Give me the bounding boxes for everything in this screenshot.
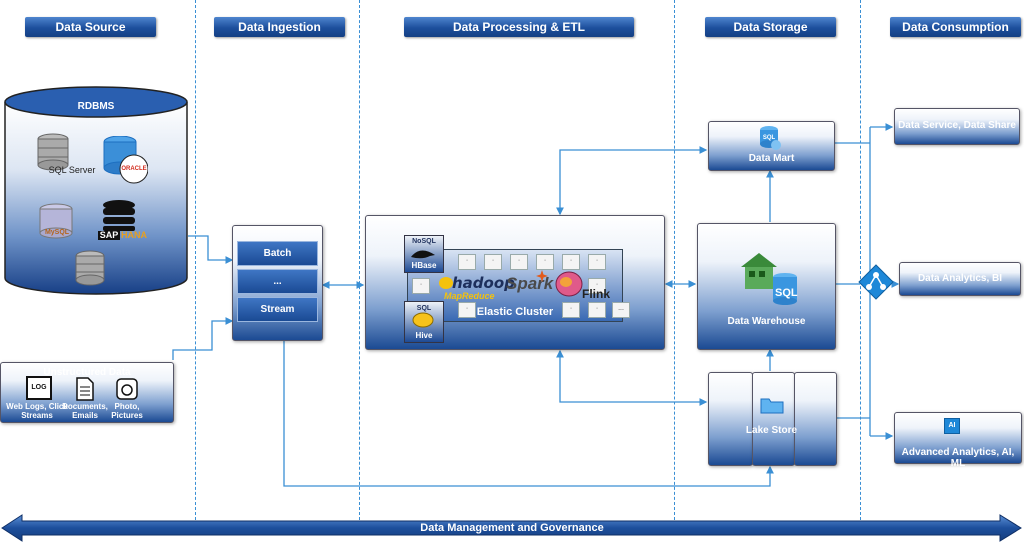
hbase-label: HBase [411, 261, 437, 270]
warehouse-sql-label: SQL [775, 287, 798, 299]
hadoop-elephant-icon [439, 277, 453, 289]
sql-database-icon [760, 126, 781, 150]
governance-arrow [1, 514, 1022, 542]
generic-database-icon [75, 250, 105, 286]
cluster-node: · [510, 254, 528, 270]
lake-store-label: Lake Store [745, 425, 798, 436]
flink-squirrel-icon [555, 271, 583, 297]
cluster-node: · [458, 302, 476, 318]
unstructured-item-photos: Photo, Pictures [111, 402, 143, 420]
lake-store-panel-left [708, 372, 753, 466]
unstructured-item-documents: Documents, Emails [62, 402, 108, 420]
unstructured-data-title: Unstructured Data [43, 367, 131, 378]
sap-hana-database-icon [103, 200, 135, 231]
hive-bee-icon [412, 312, 434, 328]
sql-label: SQL [416, 305, 432, 312]
unstructured-item-web-logs: Web Logs, Click Streams [6, 402, 68, 420]
data-warehouse-label: Data Warehouse [727, 316, 806, 327]
header-data-ingestion: Data Ingestion [214, 17, 345, 37]
column-divider [195, 0, 196, 520]
data-warehouse-icon [741, 253, 797, 305]
flink-label: Flink [582, 287, 611, 301]
nosql-label: NoSQL [412, 238, 436, 245]
cluster-node: · [536, 254, 554, 270]
elastic-cluster-label: Elastic Cluster [476, 306, 554, 318]
header-data-storage: Data Storage [705, 17, 836, 37]
hub-diamond-icon [858, 264, 894, 300]
column-divider [674, 0, 675, 520]
governance-label: Data Management and Governance [420, 522, 604, 534]
cluster-node: · [458, 254, 476, 270]
column-divider [359, 0, 360, 520]
spark-star-icon [536, 270, 548, 282]
oracle-database-icon [103, 136, 148, 184]
ai-chip-icon: AI [944, 418, 960, 434]
data-mart-label: Data Mart [748, 153, 795, 164]
advanced-analytics-label: Advanced Analytics, AI, ML [901, 447, 1015, 469]
data-analytics-box: Data Analytics, BI [899, 262, 1021, 296]
lake-store-panel-center [752, 372, 795, 466]
ingestion-more-button[interactable]: ... [237, 269, 318, 294]
mapreduce-label: MapReduce [444, 291, 495, 301]
cluster-node: · [588, 278, 606, 294]
sql-server-label: SQL Server [48, 165, 96, 175]
cluster-node: · [562, 302, 580, 318]
data-service-label: Data Service, Data Share [898, 120, 1016, 131]
hadoop-logo: hadoop [452, 274, 515, 292]
cluster-node: · [412, 278, 430, 294]
lake-folder-icon [760, 398, 784, 414]
cluster-node: ... [612, 302, 630, 318]
mysql-label: MySQL [44, 229, 70, 236]
hana-label: HANA [121, 230, 147, 240]
hive-label: Hive [415, 331, 433, 340]
sap-label: SAP [98, 230, 120, 240]
lake-store-panel-right [794, 372, 837, 466]
sql-server-database-icon [37, 133, 69, 171]
column-divider [860, 0, 861, 520]
batch-button[interactable]: Batch [237, 241, 318, 266]
cluster-node: · [588, 302, 606, 318]
oracle-label: ORACLE [121, 166, 147, 172]
ingestion-box: Batch ... Stream [232, 225, 323, 341]
mart-sql-label: SQL [762, 135, 776, 141]
log-file-icon: LOG [26, 376, 52, 400]
cluster-node: · [588, 254, 606, 270]
data-service-box: Data Service, Data Share [894, 108, 1020, 145]
cluster-node: · [562, 254, 580, 270]
header-data-processing: Data Processing & ETL [404, 17, 634, 37]
header-data-consumption: Data Consumption [890, 17, 1021, 37]
rdbms-label: RDBMS [77, 101, 115, 112]
cluster-node: · [484, 254, 502, 270]
header-data-source: Data Source [25, 17, 156, 37]
hbase-tile: NoSQL HBase [404, 235, 444, 273]
camera-photo-icon [116, 378, 138, 400]
document-icon [76, 377, 94, 401]
mysql-database-icon [39, 203, 73, 239]
data-analytics-label: Data Analytics, BI [917, 273, 1003, 284]
hbase-orca-icon [411, 250, 435, 259]
stream-button[interactable]: Stream [237, 297, 318, 322]
